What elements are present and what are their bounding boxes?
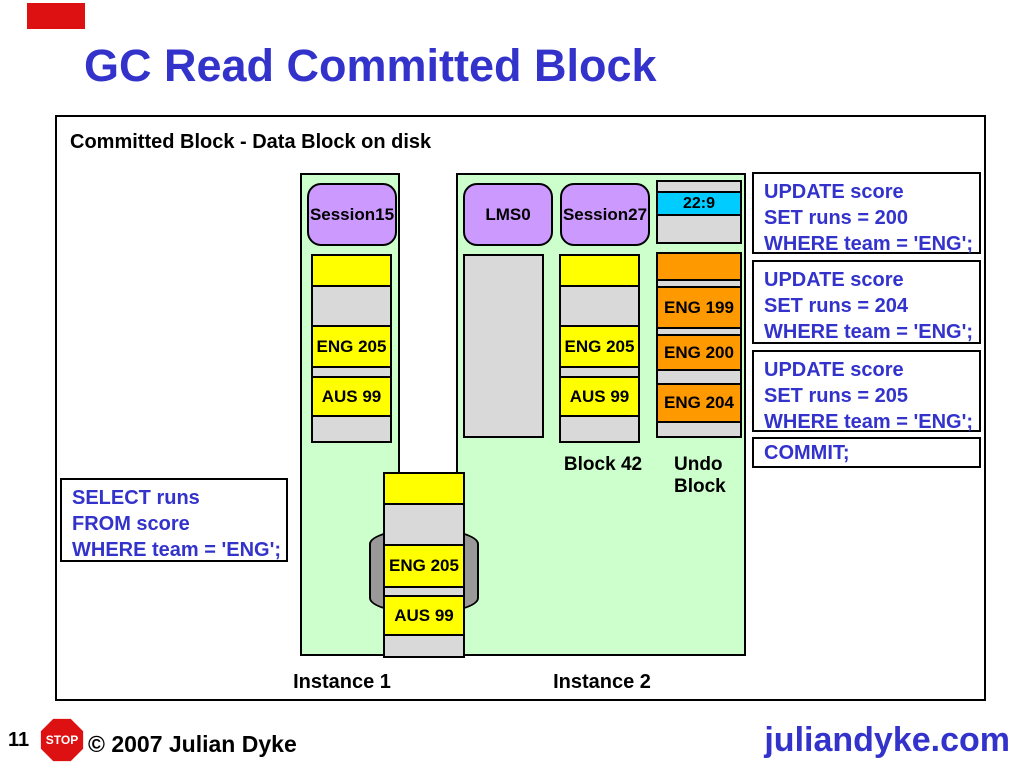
sql-line: SET runs = 205 [764,385,908,407]
stop-icon-label: STOP [45,733,79,747]
instance2-label: Instance 2 [553,671,651,693]
block-row: ENG 200 [656,334,742,371]
undo-block: ENG 199 ENG 200 ENG 204 [656,252,742,438]
session15-label: Session15 [309,204,395,224]
instance1-data-block: ENG 205 AUS 99 [311,254,392,443]
sql-line: SET runs = 200 [764,207,908,229]
block-row [311,415,392,443]
sql-line: UPDATE score [764,359,904,381]
update-sql-box-3: UPDATE score SET runs = 205 WHERE team =… [752,350,981,433]
block-row [559,415,640,443]
undo-label-line1: Undo [674,454,723,475]
sql-line: SET runs = 204 [764,295,908,317]
copyright-text: © 2007 Julian Dyke [88,731,297,757]
sql-line: WHERE team = 'ENG'; [764,321,973,343]
block-row [383,634,465,658]
session27-label: Session27 [562,204,648,224]
sql-line: FROM score [72,513,190,535]
diagram-header: Committed Block - Data Block on disk [70,131,432,153]
block-row: ENG 205 [383,544,465,588]
block-row: AUS 99 [311,376,392,417]
buffer-gray-block [463,254,544,438]
block42-data-block: ENG 205 AUS 99 [559,254,640,443]
undo-block-label: Undo Block [674,454,726,498]
session27-badge: Session27 [560,183,650,246]
website-text: juliandyke.com [764,721,1010,759]
block-row: ENG 199 [656,286,742,329]
update-sql-box-1: UPDATE score SET runs = 200 WHERE team =… [752,172,981,255]
block-row: ENG 204 [656,383,742,423]
block-row [656,252,742,281]
block-row [656,421,742,438]
page-number: 11 [8,729,30,751]
sql-line: WHERE team = 'ENG'; [764,233,973,255]
sql-line: WHERE team = 'ENG'; [72,539,281,561]
block-row: AUS 99 [559,376,640,417]
block42-label: Block 42 [563,454,643,475]
sql-line: UPDATE score [764,269,904,291]
block-row: ENG 205 [559,325,640,368]
block-row [559,254,640,287]
lms0-label: LMS0 [485,204,531,224]
instance1-label: Instance 1 [293,671,391,693]
disk-data-block: ENG 205 AUS 99 [383,472,465,658]
sql-line: COMMIT; [764,442,850,464]
select-sql-box: SELECT runs FROM score WHERE team = 'ENG… [60,478,288,562]
update-sql-box-2: UPDATE score SET runs = 204 WHERE team =… [752,260,981,344]
commit-sql-box: COMMIT; [752,437,981,468]
block-row [383,503,465,546]
stop-icon: STOP [40,718,84,762]
sql-line: UPDATE score [764,181,904,203]
block-row [311,285,392,327]
logo-red-rect [27,3,85,29]
undo-header-block: 22:9 [656,180,742,244]
undo-label-line2: Block [674,476,726,497]
lms0-badge: LMS0 [463,183,553,246]
sql-line: WHERE team = 'ENG'; [764,411,973,433]
block-row [559,285,640,327]
block-row: AUS 99 [383,595,465,636]
block-row: ENG 205 [311,325,392,368]
session15-badge: Session15 [307,183,397,246]
block-row [656,214,742,244]
sql-line: SELECT runs [72,487,200,509]
block-row [311,254,392,287]
scn-row: 22:9 [656,191,742,216]
slide-title: GC Read Committed Block [84,40,657,91]
block-row [383,472,465,505]
